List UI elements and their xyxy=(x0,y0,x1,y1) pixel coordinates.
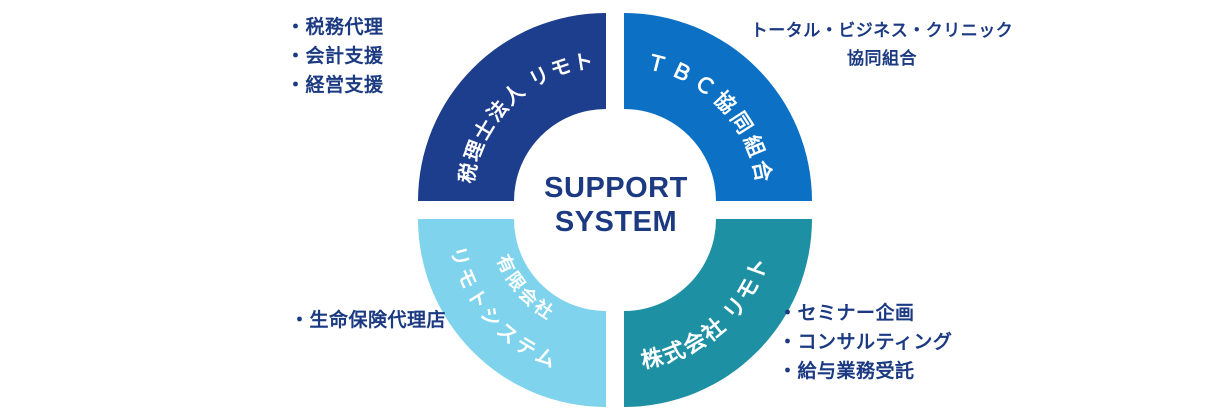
tax-firm-service-item: ・税務代理 xyxy=(286,17,384,38)
segment-remoto-inc-band xyxy=(624,219,812,407)
tax-firm-services-list: ・税務代理 ・会計支援 ・経営支援 xyxy=(286,13,384,100)
center-title: SUPPORT SYSTEM xyxy=(516,171,716,239)
tax-firm-service-item: ・会計支援 xyxy=(286,46,384,67)
tbc-description-line1: トータル・ビジネス・クリニック xyxy=(750,21,1014,40)
remoto-system-service-item: ・生命保険代理店 xyxy=(290,310,447,331)
remoto-inc-service-item: ・給与業務受託 xyxy=(778,361,915,382)
tax-firm-service-item: ・経営支援 xyxy=(286,75,384,96)
remoto-inc-service-item: ・セミナー企画 xyxy=(778,303,915,324)
segment-remoto-system-band xyxy=(418,219,606,407)
tbc-description-line2: 協同組合 xyxy=(847,49,917,68)
segment-tax-firm-band xyxy=(418,13,606,201)
center-title-line1: SUPPORT xyxy=(544,172,688,204)
tbc-description: トータル・ビジネス・クリニック 協同組合 xyxy=(750,17,1014,73)
remoto-system-services-list: ・生命保険代理店 xyxy=(290,306,446,335)
remoto-inc-service-item: ・コンサルティング xyxy=(778,332,953,353)
remoto-inc-services-list: ・セミナー企画 ・コンサルティング ・給与業務受託 xyxy=(778,299,952,386)
center-title-line2: SYSTEM xyxy=(554,206,678,238)
segment-tbc-band xyxy=(624,13,812,201)
